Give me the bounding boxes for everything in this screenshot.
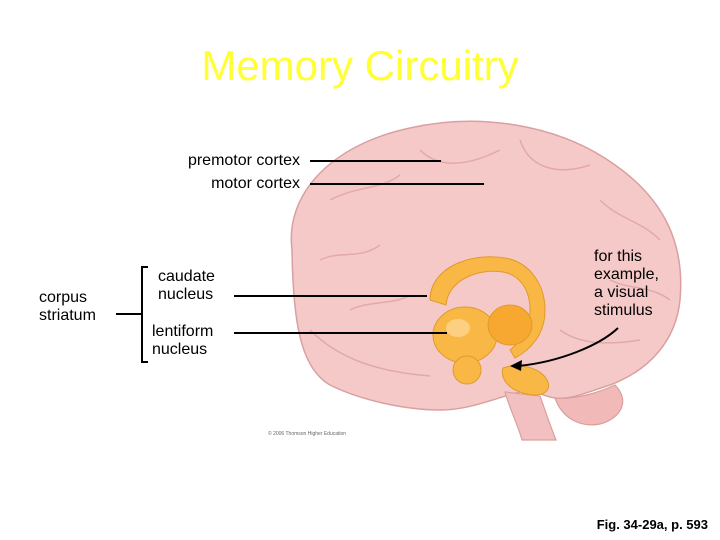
lentiform-nucleus-label: lentiform nucleus: [152, 323, 213, 359]
corpus-striatum-bracket: [141, 266, 148, 363]
corpus-label-line2: striatum: [39, 307, 96, 324]
premotor-cortex-label: premotor cortex: [187, 152, 300, 169]
thalamus: [487, 304, 533, 346]
corpus-label-line1: corpus: [39, 289, 88, 306]
copyright-notice: © 2006 Thomson Higher Education: [268, 431, 347, 437]
brain-stem: [504, 391, 557, 441]
putamen-highlight: [446, 319, 470, 337]
cortex-folds: [319, 139, 671, 344]
midbrain-structure: [501, 365, 550, 396]
caudate-label-line2: nucleus: [158, 286, 214, 303]
caudate-nucleus: [429, 256, 546, 359]
corpus-striatum-label: corpus striatum: [39, 289, 96, 325]
cerebellum: [554, 384, 624, 426]
stimulus-label-line1: for this: [594, 248, 643, 265]
figure-reference: Fig. 34-29a, p. 593: [596, 517, 708, 532]
stimulus-label-line4: stimulus: [594, 302, 653, 319]
stimulus-arrowhead: [510, 360, 522, 371]
stimulus-label: for this example, a visual stimulus: [594, 248, 659, 320]
caudate-label-line1: caudate: [158, 268, 215, 285]
lentiform-label-line2: nucleus: [152, 341, 208, 358]
caudate-nucleus-label: caudate nucleus: [158, 268, 215, 304]
page-title: Memory Circuitry: [201, 42, 519, 89]
temporal-lobe-edge: [309, 329, 431, 377]
motor-cortex-label: motor cortex: [211, 175, 300, 192]
stimulus-label-line2: example,: [594, 266, 659, 283]
stimulus-label-line3: a visual: [594, 284, 649, 301]
amygdala: [452, 355, 482, 385]
lentiform-label-line1: lentiform: [152, 323, 214, 340]
stimulus-arrow: [517, 327, 619, 367]
